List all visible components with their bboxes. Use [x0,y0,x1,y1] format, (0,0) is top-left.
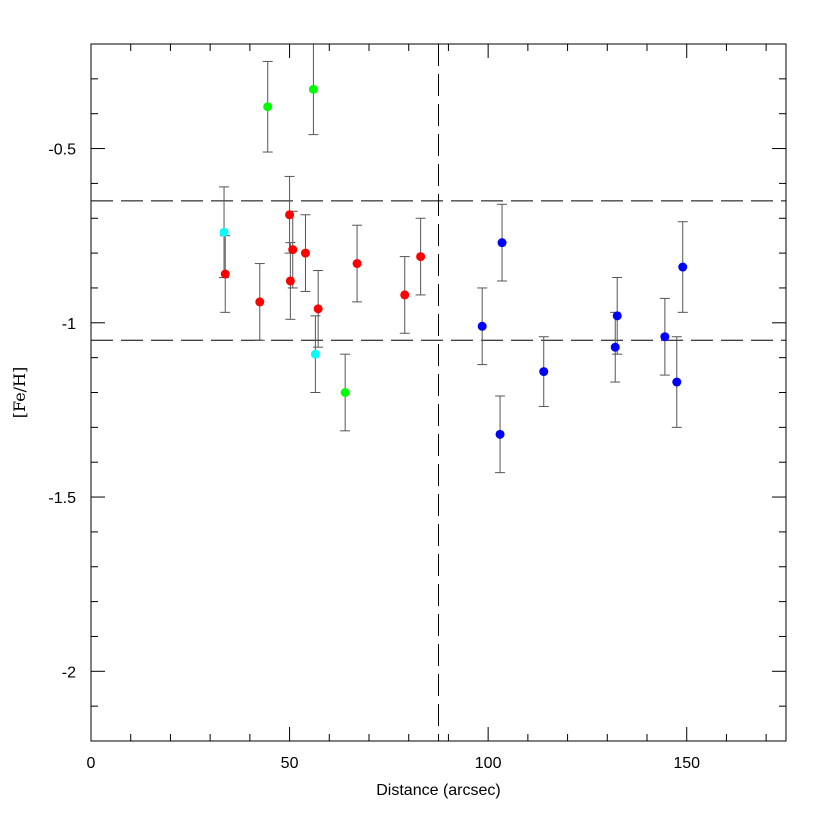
y-tick-label: -0.5 [48,142,76,159]
reference-lines [91,44,786,741]
data-point [495,429,505,439]
x-axis-label: Distance (arcsec) [376,782,500,799]
data-point [220,269,230,279]
data-point [610,342,620,352]
y-axis-label: [Fe/H] [10,367,29,419]
data-point [308,84,318,94]
data-point [678,262,688,272]
data-point [285,276,295,286]
data-point [416,252,426,262]
x-tick-label: 150 [673,755,700,772]
data-points [219,84,688,439]
x-tick-label: 0 [87,755,96,772]
data-point [672,377,682,387]
data-point [255,297,265,307]
tick-labels: 0 50 100 150 -0.5 -1 -1.5 -2 [48,142,700,772]
data-point [263,102,273,112]
data-point [539,367,549,377]
data-point [400,290,410,300]
x-tick-label: 50 [281,755,299,772]
data-point [219,227,229,237]
data-point [310,349,320,359]
y-tick-label: -1 [62,316,76,333]
y-tick-label: -2 [62,664,76,681]
data-point [285,210,295,220]
data-point [300,248,310,258]
data-point [497,238,507,248]
data-point [313,304,323,314]
data-point [352,259,362,269]
data-point [612,311,622,321]
data-point [340,388,350,397]
y-tick-label: -1.5 [48,490,76,507]
data-point [288,245,298,255]
x-tick-label: 100 [475,755,502,772]
data-point [660,332,670,342]
data-point [477,321,487,331]
plot-frame [90,43,787,742]
error-bars [219,43,688,474]
